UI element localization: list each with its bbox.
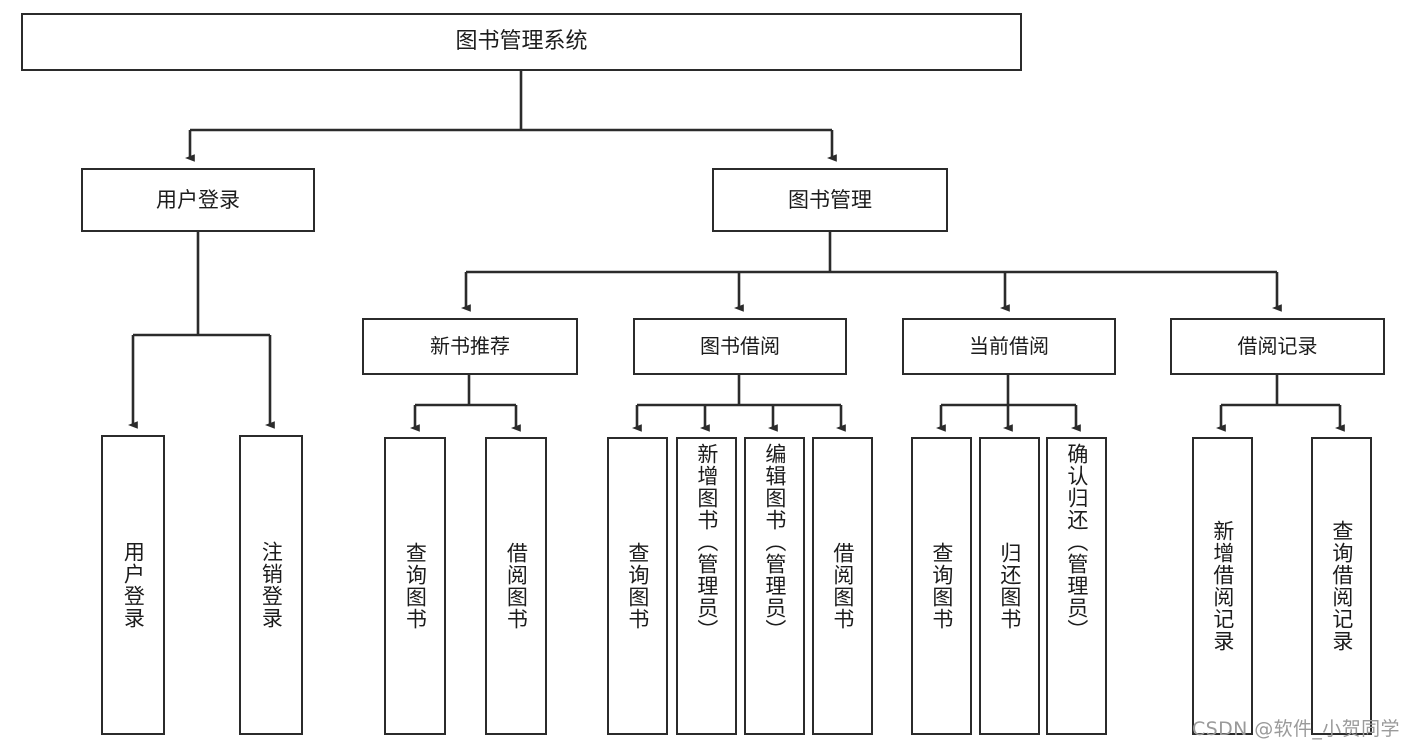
node-label: 借阅图书 bbox=[504, 542, 529, 630]
node-label: 查询图书 bbox=[403, 542, 428, 630]
node-label: 新增图书（管理员） bbox=[694, 443, 719, 641]
node-current-borrow[interactable]: 当前借阅 bbox=[902, 318, 1116, 375]
leaf-query-book-current[interactable]: 查询图书 bbox=[911, 437, 972, 735]
node-book-management[interactable]: 图书管理 bbox=[712, 168, 948, 232]
watermark-text: CSDN @软件_小贺同学 bbox=[1192, 718, 1400, 740]
node-user-login[interactable]: 用户登录 bbox=[81, 168, 315, 232]
node-borrow-record[interactable]: 借阅记录 bbox=[1170, 318, 1385, 375]
node-label: 注销登录 bbox=[259, 541, 284, 629]
node-label: 图书管理 bbox=[788, 187, 872, 212]
node-book-borrow[interactable]: 图书借阅 bbox=[633, 318, 847, 375]
node-label: 借阅图书 bbox=[830, 542, 855, 630]
leaf-borrow-book[interactable]: 借阅图书 bbox=[812, 437, 873, 735]
node-label: 图书借阅 bbox=[700, 333, 780, 358]
node-label: 确认归还（管理员） bbox=[1064, 443, 1089, 641]
leaf-confirm-return-admin[interactable]: 确认归还（管理员） bbox=[1046, 437, 1107, 735]
node-label: 新增借阅记录 bbox=[1210, 520, 1235, 652]
node-label: 编辑图书（管理员） bbox=[762, 443, 787, 641]
leaf-query-borrow-record[interactable]: 查询借阅记录 bbox=[1311, 437, 1372, 735]
node-label: 新书推荐 bbox=[430, 333, 510, 358]
leaf-edit-book-admin[interactable]: 编辑图书（管理员） bbox=[744, 437, 805, 735]
node-label: 查询图书 bbox=[625, 542, 650, 630]
node-label: 查询图书 bbox=[929, 542, 954, 630]
leaf-user-logout[interactable]: 注销登录 bbox=[239, 435, 303, 735]
leaf-borrow-book-recommend[interactable]: 借阅图书 bbox=[485, 437, 547, 735]
node-label: 用户登录 bbox=[156, 187, 240, 212]
leaf-return-book[interactable]: 归还图书 bbox=[979, 437, 1040, 735]
leaf-query-book-borrow[interactable]: 查询图书 bbox=[607, 437, 668, 735]
leaf-add-borrow-record[interactable]: 新增借阅记录 bbox=[1192, 437, 1253, 735]
node-label: 查询借阅记录 bbox=[1329, 520, 1354, 652]
node-label: 借阅记录 bbox=[1237, 333, 1318, 358]
node-label: 归还图书 bbox=[997, 542, 1022, 630]
node-label: 图书管理系统 bbox=[455, 29, 588, 55]
node-label: 当前借阅 bbox=[969, 333, 1049, 358]
node-root-system[interactable]: 图书管理系统 bbox=[21, 13, 1022, 71]
node-new-book-recommend[interactable]: 新书推荐 bbox=[362, 318, 578, 375]
leaf-user-login[interactable]: 用户登录 bbox=[101, 435, 165, 735]
node-label: 用户登录 bbox=[121, 541, 146, 629]
leaf-query-book-recommend[interactable]: 查询图书 bbox=[384, 437, 446, 735]
leaf-add-book-admin[interactable]: 新增图书（管理员） bbox=[676, 437, 737, 735]
